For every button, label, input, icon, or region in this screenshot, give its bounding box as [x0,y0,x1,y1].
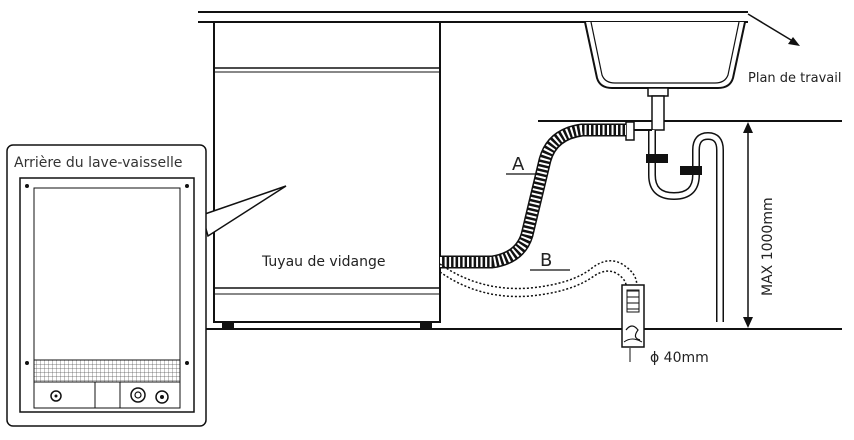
water-inlet-icon [130,387,146,403]
drain-outlet-icon [50,390,62,402]
sink-trap [625,87,724,322]
rear-view-inset-title: Arrière du lave-vaisselle [14,155,182,171]
drain-hose-b [439,260,638,298]
hose-a-label: A [512,154,525,175]
sink-basin [584,21,746,89]
fitting-icon [155,390,169,404]
countertop [198,11,748,23]
pipe-diameter-label: ϕ 40mm [650,350,709,366]
hose-b-label: B [540,250,552,271]
dishwasher-body [213,21,441,328]
countertop-label: Plan de travail [748,71,841,86]
max-height-dimension [743,122,753,328]
rear-view-inset [6,144,207,427]
drain-hose-label: Tuyau de vidange [261,254,385,270]
countertop-pointer-arrow [747,13,800,46]
standpipe [621,284,645,348]
drain-hose-a [440,123,626,269]
max-height-label: MAX 1000mm [760,197,776,296]
cabinet-shelf-lines [205,120,842,330]
